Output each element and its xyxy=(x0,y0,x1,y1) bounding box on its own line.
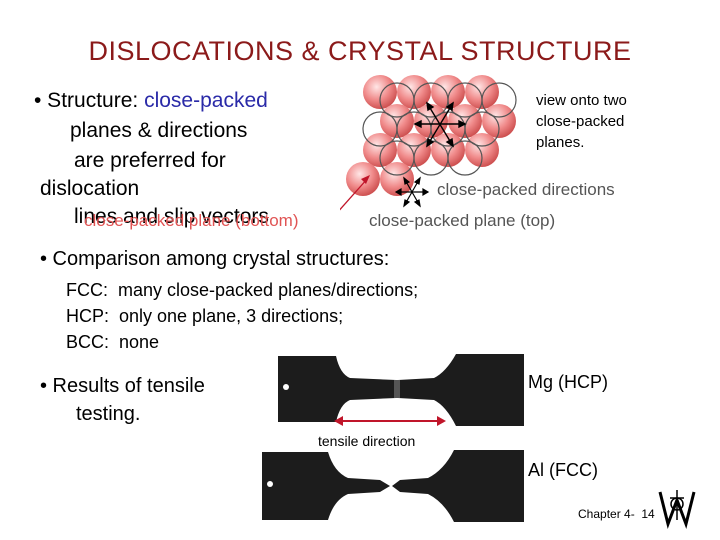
specimen-mg-image xyxy=(278,352,524,428)
label-al: Al (FCC) xyxy=(528,460,598,480)
tensile-direction-label: tensile direction xyxy=(318,433,416,449)
bullet-structure-line3: are preferred for xyxy=(74,149,226,172)
pointer-arrow-bottom-plane xyxy=(340,175,370,211)
side-note-line: view onto two xyxy=(536,92,627,109)
top-plane-atoms xyxy=(362,82,517,176)
footer-chapter: Chapter 4- 14 xyxy=(578,507,655,521)
side-note: view onto two close-packed planes. xyxy=(536,90,627,153)
directions-star-lower xyxy=(394,176,430,208)
bullet-structure-line2: planes & directions xyxy=(70,119,248,142)
bullet-structure-highlight: close-packed xyxy=(144,89,268,112)
close-packed-planes-figure xyxy=(340,75,517,211)
bottom-plane-atoms xyxy=(346,75,516,196)
label-directions: close-packed directions xyxy=(437,180,615,199)
comparison-line-fcc: FCC: many close-packed planes/directions… xyxy=(66,280,419,300)
bullet-structure-prefix: • Structure: xyxy=(34,89,139,112)
bullet-tensile-line1: • Results of tensile xyxy=(40,375,205,397)
side-note-line: planes. xyxy=(536,134,585,151)
label-plane-top: close-packed plane (top) xyxy=(369,211,556,230)
label-plane-bottom: close-packed plane (bottom) xyxy=(84,211,299,230)
university-logo-icon xyxy=(658,490,696,530)
bullet-tensile: • Results of tensile testing. xyxy=(40,372,205,428)
bullet-structure-line5: lines and slip vectors xyxy=(74,205,269,228)
comparison-line-hcp: HCP: only one plane, 3 directions; xyxy=(66,306,344,326)
label-mg: Mg (HCP) xyxy=(528,372,608,392)
specimen-al-image xyxy=(262,448,524,524)
side-note-line: close-packed xyxy=(536,113,625,130)
comparison-line-bcc: BCC: none xyxy=(66,332,160,352)
bullet-comparison-heading: • Comparison among crystal structures: xyxy=(40,248,390,270)
bullet-tensile-line2: testing. xyxy=(76,403,141,425)
slide-title: DISLOCATIONS & CRYSTAL STRUCTURE xyxy=(88,36,632,66)
bullet-structure-line4: dislocation xyxy=(40,177,140,200)
tensile-direction-arrow xyxy=(334,416,446,426)
directions-star-upper xyxy=(413,101,467,148)
